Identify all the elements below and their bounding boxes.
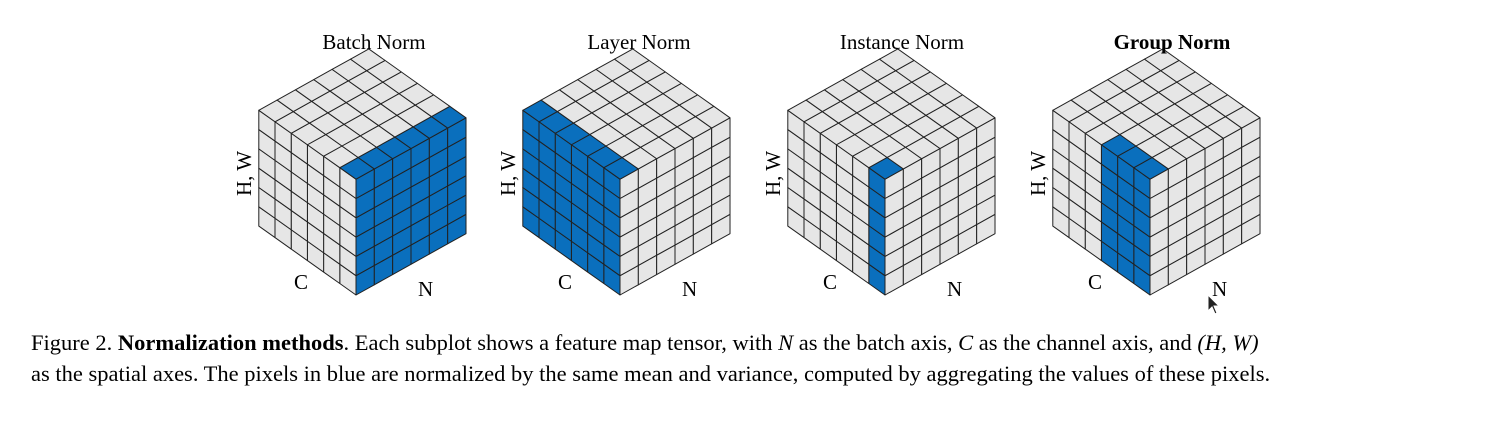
cell-top-batch: [349, 48, 386, 72]
axis-label-hw: H, W: [232, 150, 257, 197]
axis-label-hw: H, W: [1026, 150, 1051, 197]
panel-title-instance: Instance Norm: [839, 30, 965, 54]
axis-label-n: N: [682, 277, 698, 301]
caption-part1: . Each subplot shows a feature map tenso…: [343, 330, 779, 355]
caption-line-1: Figure 2. Normalization methods. Each su…: [31, 327, 1491, 358]
caption-hw: (H, W): [1197, 330, 1259, 355]
axis-label-hw: H, W: [761, 150, 786, 197]
axis-label-c: C: [294, 270, 309, 294]
caption-prefix: Figure 2.: [31, 330, 118, 355]
caption-part3: as the channel axis, and: [973, 330, 1198, 355]
cell-top-instance: [878, 48, 915, 72]
axis-label-n: N: [418, 277, 434, 301]
axis-label-hw: H, W: [496, 150, 521, 197]
axis-label-n: N: [1212, 277, 1228, 301]
normalization-figure: Batch Norm H, W C N Layer Norm H, W C N Instance…: [232, 30, 1261, 301]
panel-title-group: Group Norm: [1113, 30, 1231, 54]
panel-title-layer: Layer Norm: [587, 30, 691, 54]
axis-label-n: N: [947, 277, 963, 301]
caption-part2: as the batch axis,: [793, 330, 959, 355]
axis-label-c: C: [823, 270, 838, 294]
mouse-cursor-icon: [1207, 294, 1221, 315]
cell-top-group: [1143, 48, 1180, 72]
caption-title: Normalization methods: [117, 330, 344, 355]
caption-line-2: as the spatial axes. The pixels in blue …: [31, 361, 1271, 386]
panel-title-batch: Batch Norm: [322, 30, 426, 54]
caption-n: N: [778, 330, 794, 355]
cell-top-layer: [613, 48, 650, 72]
cubes-canvas: [258, 48, 1261, 296]
figure-caption: Figure 2. Normalization methods. Each su…: [31, 327, 1491, 389]
axis-label-c: C: [1088, 270, 1103, 294]
caption-c: C: [958, 330, 974, 355]
axis-label-c: C: [558, 270, 573, 294]
